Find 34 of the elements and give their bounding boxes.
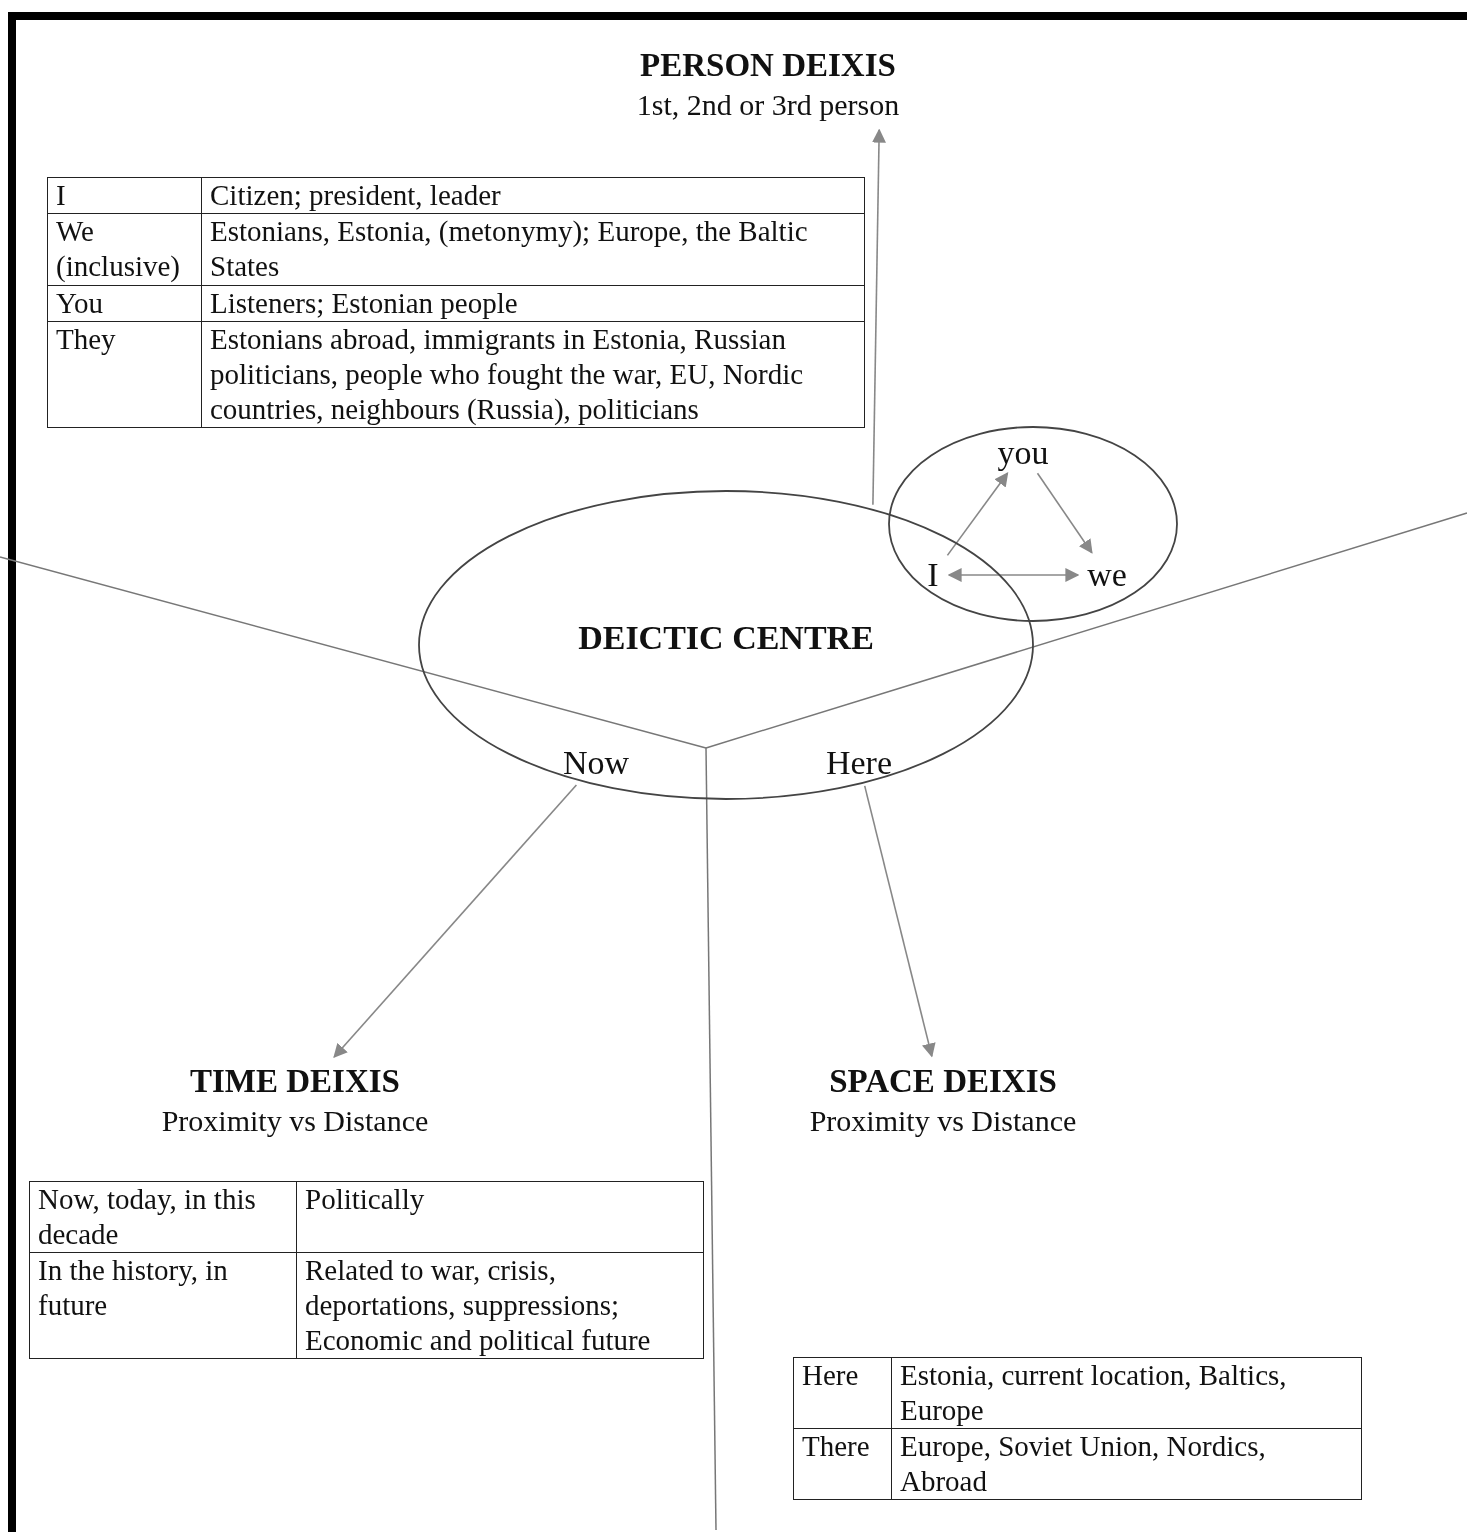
table-cell: Here	[793, 1357, 892, 1429]
table-cell: Politically	[296, 1181, 704, 1253]
arrow	[947, 568, 1080, 582]
table-cell: There	[793, 1428, 892, 1500]
arrow	[1036, 472, 1093, 554]
table-cell: Estonians, Estonia, (metonymy); Europe, the Baltic States	[201, 213, 865, 286]
arrow	[333, 784, 578, 1059]
table-cell: Estonians abroad, immigrants in Estonia, Russian politicians, people who fought the war, EU, Nordic countries, neighbours (Russia), politicians	[201, 321, 865, 428]
table-cell: In the history, in future	[29, 1252, 297, 1359]
table-cell: You	[47, 285, 202, 322]
subtitle-text: Proximity vs Distance	[808, 1103, 1078, 1139]
arrow	[946, 472, 1009, 557]
heading-text: PERSON DEIXIS	[639, 46, 897, 85]
node-label: we	[1082, 556, 1132, 594]
node-label: Here	[812, 744, 906, 782]
table-cell: They	[47, 321, 202, 428]
table-cell: I	[47, 177, 202, 214]
table-cell: Europe, Soviet Union, Nordics, Abroad	[891, 1428, 1362, 1500]
heading-text: TIME DEIXIS	[189, 1062, 401, 1101]
arrow	[863, 785, 936, 1058]
node-label: Now	[552, 744, 640, 782]
table-cell: Related to war, crisis, deportations, suppressions; Economic and political future	[296, 1252, 704, 1359]
table-cell: Now, today, in this decade	[29, 1181, 297, 1253]
node-label: DEICTIC CENTRE	[577, 618, 875, 658]
node-label: I	[921, 556, 945, 594]
arrow	[872, 128, 886, 506]
table-cell: Estonia, current location, Baltics, Europe	[891, 1357, 1362, 1429]
subtitle-text: 1st, 2nd or 3rd person	[635, 87, 901, 123]
heading-text: SPACE DEIXIS	[828, 1062, 1058, 1101]
table-cell: Citizen; president, leader	[201, 177, 865, 214]
node-label: you	[990, 434, 1056, 470]
table-cell: Listeners; Estonian people	[201, 285, 865, 322]
table-cell: We (inclusive)	[47, 213, 202, 286]
subtitle-text: Proximity vs Distance	[160, 1103, 430, 1139]
